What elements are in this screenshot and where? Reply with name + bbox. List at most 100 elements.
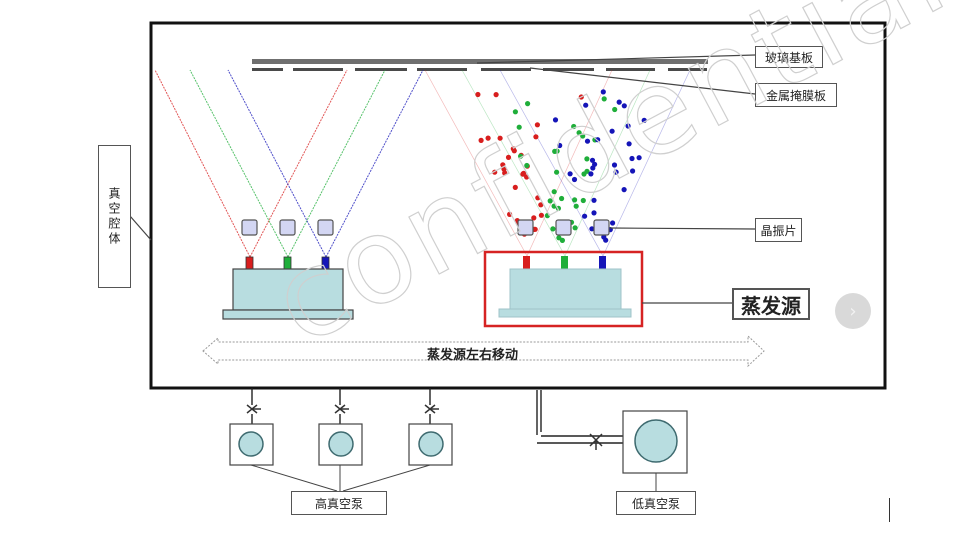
- mask-segment: [543, 68, 594, 71]
- red-particle: [501, 166, 507, 172]
- blue-particle: [589, 226, 595, 232]
- green-particle: [580, 133, 586, 139]
- vacuum-chamber-label: 真空腔体: [98, 145, 131, 288]
- green-particle: [584, 156, 590, 162]
- blue-beam-line: [499, 69, 604, 257]
- green-particle: [573, 203, 579, 209]
- right-evaporation-source: [483, 250, 644, 328]
- blue-particle: [626, 141, 632, 147]
- red-particle: [493, 92, 499, 98]
- blue-particle: [588, 171, 594, 177]
- red-particle: [524, 174, 530, 180]
- green-beam-line: [189, 69, 289, 258]
- evaporation-source-highlight: [483, 250, 644, 328]
- mask-segment: [417, 68, 467, 71]
- green-particle: [601, 96, 607, 102]
- blue-particle: [616, 99, 622, 105]
- blue-particle: [601, 234, 607, 240]
- low-vacuum-pump: [622, 410, 688, 491]
- blue-particle: [641, 117, 647, 123]
- evaporation-source-label: 蒸发源: [732, 288, 810, 320]
- chevron-right-icon: ›: [849, 300, 857, 322]
- high-vacuum-pump-3-disc: [418, 431, 444, 457]
- chamber-pipes: [251, 388, 625, 444]
- red-particle: [534, 122, 541, 128]
- red-particle: [520, 171, 526, 177]
- high-vacuum-pump-2-disc: [328, 431, 354, 457]
- red-particle: [512, 184, 518, 190]
- blue-particle: [591, 197, 597, 203]
- blue-particle: [609, 128, 615, 134]
- red-particle: [531, 215, 537, 221]
- green-particle: [572, 197, 578, 203]
- green-particle: [512, 109, 519, 115]
- next-slide-button[interactable]: ›: [835, 293, 871, 329]
- red-particle: [538, 202, 544, 208]
- blue-particle: [591, 210, 597, 216]
- red-beam-line: [154, 69, 251, 258]
- evaporated-particles: [475, 89, 647, 243]
- mask-segment: [252, 68, 283, 71]
- red-particle: [502, 170, 508, 176]
- blue-particle: [584, 138, 591, 144]
- blue-particle: [613, 169, 619, 175]
- green-particle: [524, 162, 530, 169]
- vacuum-valves: [246, 404, 603, 450]
- blue-particle: [636, 155, 642, 161]
- mask-segment: [355, 68, 407, 71]
- crystal-oscillator: [593, 219, 610, 236]
- mask-segment: [606, 68, 655, 71]
- red-particle: [500, 162, 506, 168]
- green-particle: [554, 169, 560, 175]
- right-source-base: [498, 308, 632, 318]
- source-movement-arrow: [202, 334, 765, 368]
- red-particle: [478, 137, 484, 143]
- blue-particle: [611, 162, 618, 168]
- metal-mask: [252, 68, 707, 71]
- blue-particle: [595, 137, 601, 143]
- crystal-oscillator: [279, 219, 296, 236]
- blue-beam-line: [602, 69, 691, 257]
- text-cursor: [889, 498, 890, 522]
- green-particle: [559, 195, 565, 202]
- red-particle: [510, 146, 516, 152]
- valve-icon: [424, 404, 439, 414]
- blue-particle: [629, 155, 635, 162]
- red-particle: [475, 91, 481, 98]
- green-particle: [555, 205, 562, 211]
- left-source-body: [232, 268, 344, 311]
- green-particle: [516, 124, 522, 130]
- blue-particle: [582, 213, 588, 219]
- high-vacuum-pumps: [229, 423, 453, 492]
- left-evaporation-beams: [154, 69, 424, 258]
- metal-mask-label: 金属掩膜板: [755, 83, 837, 107]
- blue-beam-line: [325, 69, 424, 258]
- green-particle: [544, 213, 551, 219]
- green-particle: [584, 168, 590, 174]
- right-source-blue-cell: [599, 256, 606, 269]
- mask-segment: [293, 68, 343, 71]
- valve-icon: [589, 433, 603, 450]
- crystal-leader: [609, 227, 756, 230]
- green-particle: [518, 153, 524, 159]
- low-vacuum-pump-disc: [634, 419, 678, 463]
- red-beam-line: [249, 69, 348, 258]
- metal-mask-leader: [529, 67, 756, 95]
- left-evaporation-source: [222, 256, 354, 320]
- blue-particle: [621, 187, 627, 193]
- green-particle: [576, 130, 582, 136]
- green-particle: [554, 148, 560, 154]
- green-particle: [556, 235, 562, 241]
- blue-particle: [610, 220, 616, 226]
- red-particle: [532, 226, 538, 232]
- blue-beam-line: [227, 69, 327, 258]
- valve-icon: [246, 404, 261, 414]
- high-vacuum-pump-label: 高真空泵: [291, 491, 387, 515]
- green-particle: [580, 197, 586, 204]
- low-vacuum-pump-label: 低真空泵: [616, 491, 696, 515]
- green-particle: [551, 203, 557, 209]
- red-particle: [505, 154, 512, 160]
- red-beam-line: [424, 69, 528, 257]
- green-particle: [525, 101, 531, 107]
- green-particle: [571, 123, 577, 130]
